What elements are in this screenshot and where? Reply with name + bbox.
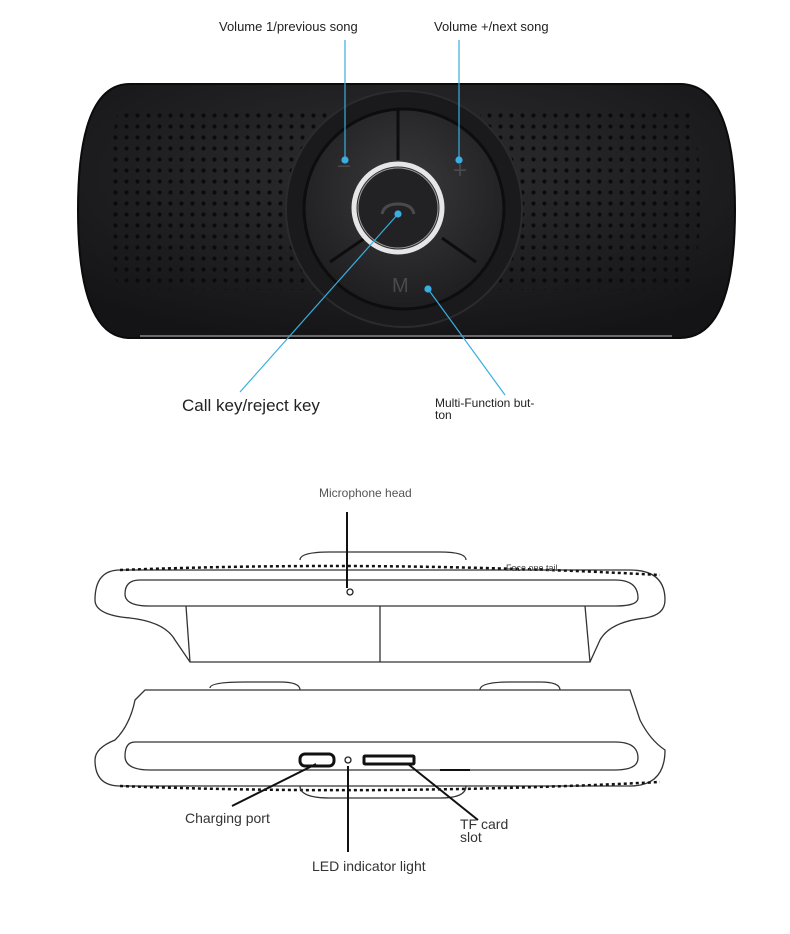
side-view-bottom-edge	[94, 681, 666, 799]
pad-divider-left	[329, 236, 366, 264]
label-charging-port: Charging port	[185, 810, 270, 826]
label-microphone: Microphone head	[319, 486, 412, 500]
led-indicator	[344, 756, 352, 764]
leader-volume-plus-dot	[455, 156, 463, 164]
label-call-key: Call key/reject key	[182, 396, 320, 415]
label-led: LED indicator light	[312, 858, 426, 874]
label-tf-card: TF card slot	[460, 816, 509, 845]
label-volume-plus: Volume +/next song	[434, 19, 549, 34]
speakerphone-side-views	[94, 551, 666, 799]
leader-tf-card	[407, 763, 479, 821]
label-volume-minus: Volume 1/previous song	[219, 19, 358, 34]
call-key-button[interactable]	[357, 167, 439, 249]
leader-multi-function-dot	[424, 285, 432, 293]
call-key-ring	[351, 161, 445, 255]
tf-card-slot	[362, 754, 416, 766]
leader-call-key-dot	[394, 210, 402, 218]
label-tf-card-line1: TF card	[460, 816, 509, 832]
phone-icon	[380, 202, 416, 215]
label-multi-function-line2: ton	[435, 408, 452, 422]
plus-glyph: +	[453, 157, 467, 184]
leader-charging-port	[231, 763, 317, 807]
label-tf-card-line2: slot	[460, 829, 482, 845]
leader-multi-function	[427, 288, 506, 396]
leader-volume-minus-dot	[341, 156, 349, 164]
multi-glyph: M	[392, 275, 409, 297]
charging-port	[298, 752, 336, 768]
label-multi-function-line1: Multi-Function but-	[435, 396, 535, 410]
leader-call-key	[239, 213, 399, 393]
speakerphone-top-view: – + M	[76, 40, 737, 396]
label-face-note: Face one tail	[506, 563, 558, 573]
pad-divider-right	[441, 236, 477, 264]
label-multi-function: Multi-Function but- ton	[435, 397, 534, 421]
side-view-top-edge	[94, 551, 666, 663]
